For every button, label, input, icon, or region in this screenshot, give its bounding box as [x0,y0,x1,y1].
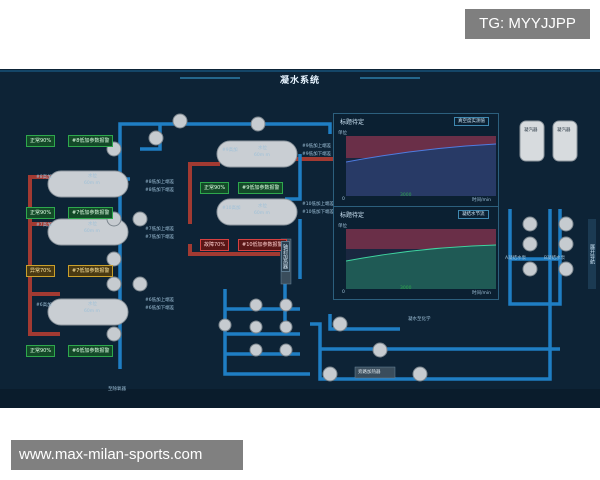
pipe-diagram [0,70,600,408]
area-series [346,144,496,196]
heater-8-tag: #8高加 [36,175,52,180]
heater-7-tag: #7高加 [36,223,52,228]
end-diff-label: #7低加上端差 [145,227,175,232]
status-badge: 异常70% [26,265,56,277]
alarm-badge[interactable]: #6低加参数报警 [68,345,114,357]
upper-band [346,229,496,249]
heater-9-tag: #9高加 [222,148,238,153]
panel-toggle-button[interactable]: 凝结水节流 [458,210,489,219]
pump-a-label: A凝结水泵 [505,256,527,261]
alarm-badge[interactable]: #7低加参数报警 [68,265,114,277]
heater-6-level: 60m m [84,309,100,314]
bypass-heater-label: 旁路加热器 [358,370,381,375]
status-badge: 故障70% [200,239,230,251]
gland-heater-label: 轴封加热器 [281,241,290,272]
chart-panel-1: 标题待定 真空度实测值 单位 0 3000 时间/min [333,113,499,207]
website-watermark: www.max-milan-sports.com [11,440,243,470]
status-badge: 正常90% [200,182,230,194]
x-unit-label: 时间/min [472,198,492,203]
heater-10-tag: #10高加 [222,206,241,211]
tank-b-label: 凝汽器 [557,128,571,133]
heater-7-level: 60m m [84,229,100,234]
heater-6-tag: #6高加 [36,303,52,308]
status-badge: 正常90% [26,207,56,219]
heater-8-name: 水位 [88,174,97,179]
scada-screen: 凝水系统 #8高加 水位 60m m #7高加 水位 60m m #6高加 水位… [0,69,600,408]
y-unit-label: 单位 [338,131,347,136]
end-diff-label: #6低加上端差 [145,298,175,303]
end-diff-label: #6低加下端差 [145,306,175,311]
x-unit-label: 时间/min [472,291,492,296]
heater-10-level: 60m m [254,211,270,216]
alarm-badge[interactable]: #10低加参数报警 [238,239,287,251]
y-unit-label: 单位 [338,224,347,229]
area-series [346,245,496,289]
trend-chart-2 [346,229,496,289]
alarm-badge[interactable]: #9低加参数报警 [238,182,284,194]
panel-title: 标题待定 [340,212,365,219]
chart-panel-2: 标题待定 凝结水节流 单位 0 3000 时间/min [333,206,499,300]
end-diff-label: #8低加上端差 [145,180,175,185]
x-tick: 0 [342,290,345,295]
status-badge: 正常90% [26,345,56,357]
x-tick: 3000 [400,193,412,198]
end-diff-label: #8低加下端差 [145,188,175,193]
sidebar-toggle-tab[interactable]: 展开导航 [588,219,596,289]
telegram-watermark: TG: MYYJJPP [465,9,590,39]
end-diff-label: #9低加下端差 [302,152,332,157]
x-tick: 3000 [400,286,412,291]
end-diff-label: #7低加下端差 [145,235,175,240]
pump-b-label: B凝结水泵 [544,256,566,261]
to-chemical-label: 凝水至化学 [408,317,431,322]
heater-9-name: 水位 [258,146,267,151]
panel-title: 标题待定 [340,119,365,126]
heater-6-name: 水位 [88,302,97,307]
system-title: 凝水系统 [279,76,320,86]
heater-9-level: 60m m [254,153,270,158]
end-diff-label: #10低加上端差 [302,202,334,207]
to-deaerator-label: 至除氧器 [108,387,126,392]
x-tick: 0 [342,197,345,202]
trend-chart-1 [346,136,496,196]
heater-8-level: 60m m [84,181,100,186]
end-diff-label: #10低加下端差 [302,210,334,215]
alarm-badge[interactable]: #8低加参数报警 [68,135,114,147]
end-diff-label: #9低加上端差 [302,144,332,149]
status-badge: 正常90% [26,135,56,147]
heater-10-name: 水位 [258,204,267,209]
panel-toggle-button[interactable]: 真空度实测值 [454,117,489,126]
tank-a-label: 凝汽器 [524,128,538,133]
heater-7-name: 水位 [88,222,97,227]
alarm-badge[interactable]: #7低加参数报警 [68,207,114,219]
